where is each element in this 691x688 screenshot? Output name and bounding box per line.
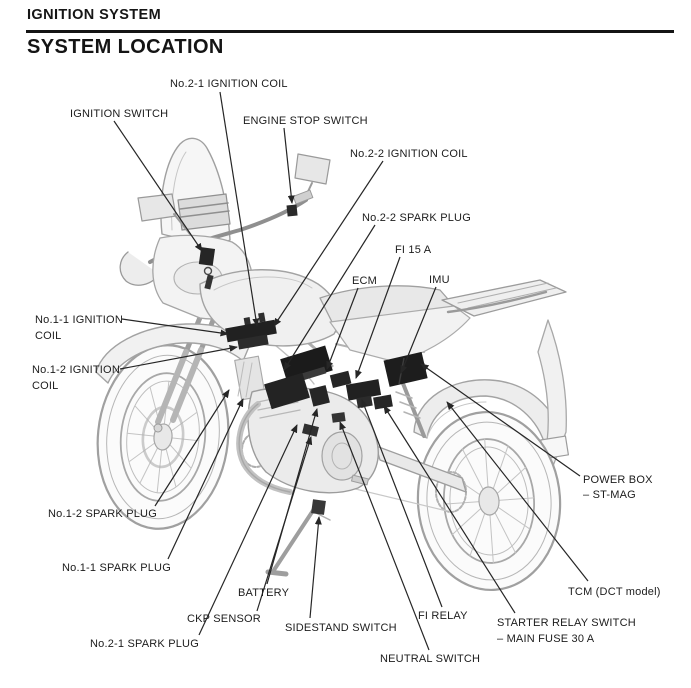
- leader-sidestand-switch: [309, 516, 322, 619]
- callout-fi-relay: FI RELAY: [418, 610, 468, 622]
- engine: [236, 386, 379, 495]
- leader-engine-stop-switch: [283, 127, 295, 204]
- leader-no-1-2-spark-plug: [154, 389, 230, 507]
- callout-no-1-2-spark-plug: No.1-2 SPARK PLUG: [48, 508, 157, 520]
- leader-lines: [113, 91, 589, 651]
- leader-ckp-sensor: [256, 436, 313, 612]
- leader-no-2-1-ignition-coil: [219, 91, 260, 327]
- callout-fi-fuse: FI 15 A: [395, 244, 432, 256]
- fuse-box-component: [309, 370, 352, 407]
- callout-ecm: ECM: [352, 275, 377, 287]
- callout-starter-relay-switch: STARTER RELAY SWITCH: [497, 617, 636, 629]
- callout-no-1-2-ignition-coil-line2: COIL: [32, 380, 58, 392]
- callout-starter-relay-switch-line2: – MAIN FUSE 30 A: [497, 633, 595, 645]
- engine-stop-switch-component: [286, 204, 298, 217]
- callout-no-2-2-spark-plug: No.2-2 SPARK PLUG: [362, 212, 471, 224]
- component-markers: [198, 204, 428, 515]
- callout-no-2-1-ignition-coil: No.2-1 IGNITION COIL: [170, 78, 288, 90]
- leader-neutral-switch: [339, 421, 430, 651]
- left-mirror: [137, 193, 191, 235]
- callout-sidestand-switch: SIDESTAND SWITCH: [285, 622, 397, 634]
- section-title: IGNITION SYSTEM: [27, 7, 162, 23]
- callout-engine-stop-switch: ENGINE STOP SWITCH: [243, 115, 368, 127]
- leader-no-1-1-ignition-coil: [121, 318, 229, 337]
- ignition-switch-component: [198, 247, 216, 290]
- callout-power-box: POWER BOX: [583, 474, 653, 486]
- leader-no-1-1-spark-plug: [167, 398, 244, 560]
- neutral-switch-component: [331, 412, 346, 423]
- leader-fi-fuse: [355, 256, 401, 379]
- windscreen: [160, 137, 231, 249]
- callout-ckp-sensor: CKP SENSOR: [187, 613, 261, 625]
- sidestand-switch-component: [311, 499, 326, 515]
- callout-no-2-1-spark-plug: No.2-1 SPARK PLUG: [90, 638, 199, 650]
- leader-imu: [400, 286, 437, 374]
- rear-rack: [441, 279, 567, 317]
- front-fender: [95, 323, 252, 384]
- leader-fi-relay: [361, 399, 443, 608]
- callout-no-1-1-ignition-coil-line2: COIL: [35, 330, 61, 342]
- callout-tcm: TCM (DCT model): [568, 586, 661, 598]
- callout-no-1-2-ignition-coil: No.1-2 IGNITION: [32, 364, 120, 376]
- starter-relay-component: [373, 394, 393, 410]
- motorcycle-illustration: [95, 137, 570, 592]
- leader-ecm: [326, 287, 359, 370]
- callout-neutral-switch: NEUTRAL SWITCH: [380, 653, 480, 665]
- leader-no-2-1-spark-plug: [198, 424, 298, 636]
- leader-ignition-switch: [113, 120, 203, 252]
- seat: [319, 285, 471, 363]
- ignition-coil-stack-component: [225, 312, 277, 350]
- callout-no-1-1-ignition-coil: No.1-1 IGNITION: [35, 314, 123, 326]
- leader-no-1-2-ignition-coil: [119, 344, 238, 370]
- leader-starter-relay-switch: [383, 405, 516, 614]
- leader-no-2-2-spark-plug: [283, 224, 376, 371]
- front-wheel: [96, 344, 230, 530]
- right-mirror: [294, 153, 331, 201]
- sidestand: [265, 504, 331, 577]
- callout-no-2-2-ignition-coil: No.2-2 IGNITION COIL: [350, 148, 468, 160]
- callout-labels: No.2-1 IGNITION COIL IGNITION SWITCH ENG…: [32, 78, 661, 665]
- page-title: SYSTEM LOCATION: [27, 36, 224, 58]
- leader-no-2-2-ignition-coil: [273, 160, 384, 327]
- leader-tcm: [446, 401, 589, 582]
- instrument-panel: [177, 193, 231, 231]
- callout-imu: IMU: [429, 274, 450, 286]
- junction-box-component: [264, 372, 310, 410]
- header-rule: [26, 30, 674, 33]
- callout-power-box-line2: – ST-MAG: [583, 489, 636, 501]
- callout-ignition-switch: IGNITION SWITCH: [70, 108, 168, 120]
- leader-power-box: [420, 363, 581, 477]
- callout-no-1-1-spark-plug: No.1-1 SPARK PLUG: [62, 562, 171, 574]
- callout-battery: BATTERY: [238, 587, 290, 599]
- rear-wheel: [416, 410, 562, 592]
